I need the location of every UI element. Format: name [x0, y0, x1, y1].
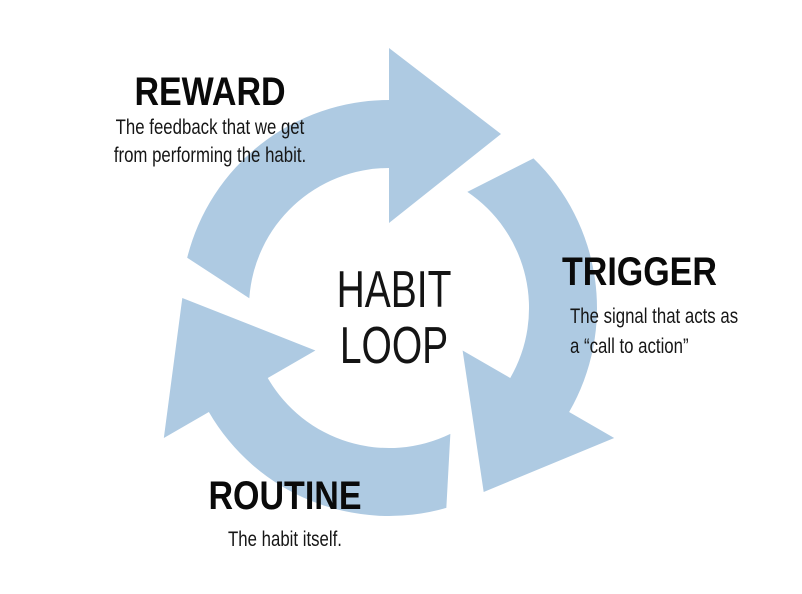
arrow-trigger-to-routine-icon [462, 158, 615, 492]
routine-description-line1: The habit itself. [228, 528, 342, 551]
reward-description-line1: The feedback that we get [115, 116, 305, 139]
trigger-description-line1: The signal that acts as [570, 305, 739, 328]
routine-title: ROUTINE [208, 474, 362, 518]
arrow-reward-to-trigger-icon [187, 48, 501, 299]
center-title: HABIT LOOP [289, 262, 499, 374]
arrow-routine-to-reward-icon [163, 298, 451, 516]
trigger-description-line2: a “call to action” [570, 335, 689, 358]
center-title-line2: LOOP [339, 317, 449, 375]
routine-description: The habit itself. [135, 526, 435, 554]
reward-title: REWARD [134, 70, 286, 114]
cycle-arrows-icon [163, 48, 615, 516]
reward-description: The feedback that we get from performing… [50, 114, 370, 170]
node-routine: ROUTINE The habit itself. [135, 474, 435, 554]
reward-description-line2: from performing the habit. [113, 144, 307, 167]
center-title-line1: HABIT [336, 261, 452, 319]
trigger-title: TRIGGER [562, 250, 717, 294]
node-reward: REWARD The feedback that we get from per… [50, 70, 370, 170]
trigger-description: The signal that acts as a “call to actio… [570, 302, 798, 362]
node-trigger: TRIGGER The signal that acts as a “call … [562, 250, 798, 362]
